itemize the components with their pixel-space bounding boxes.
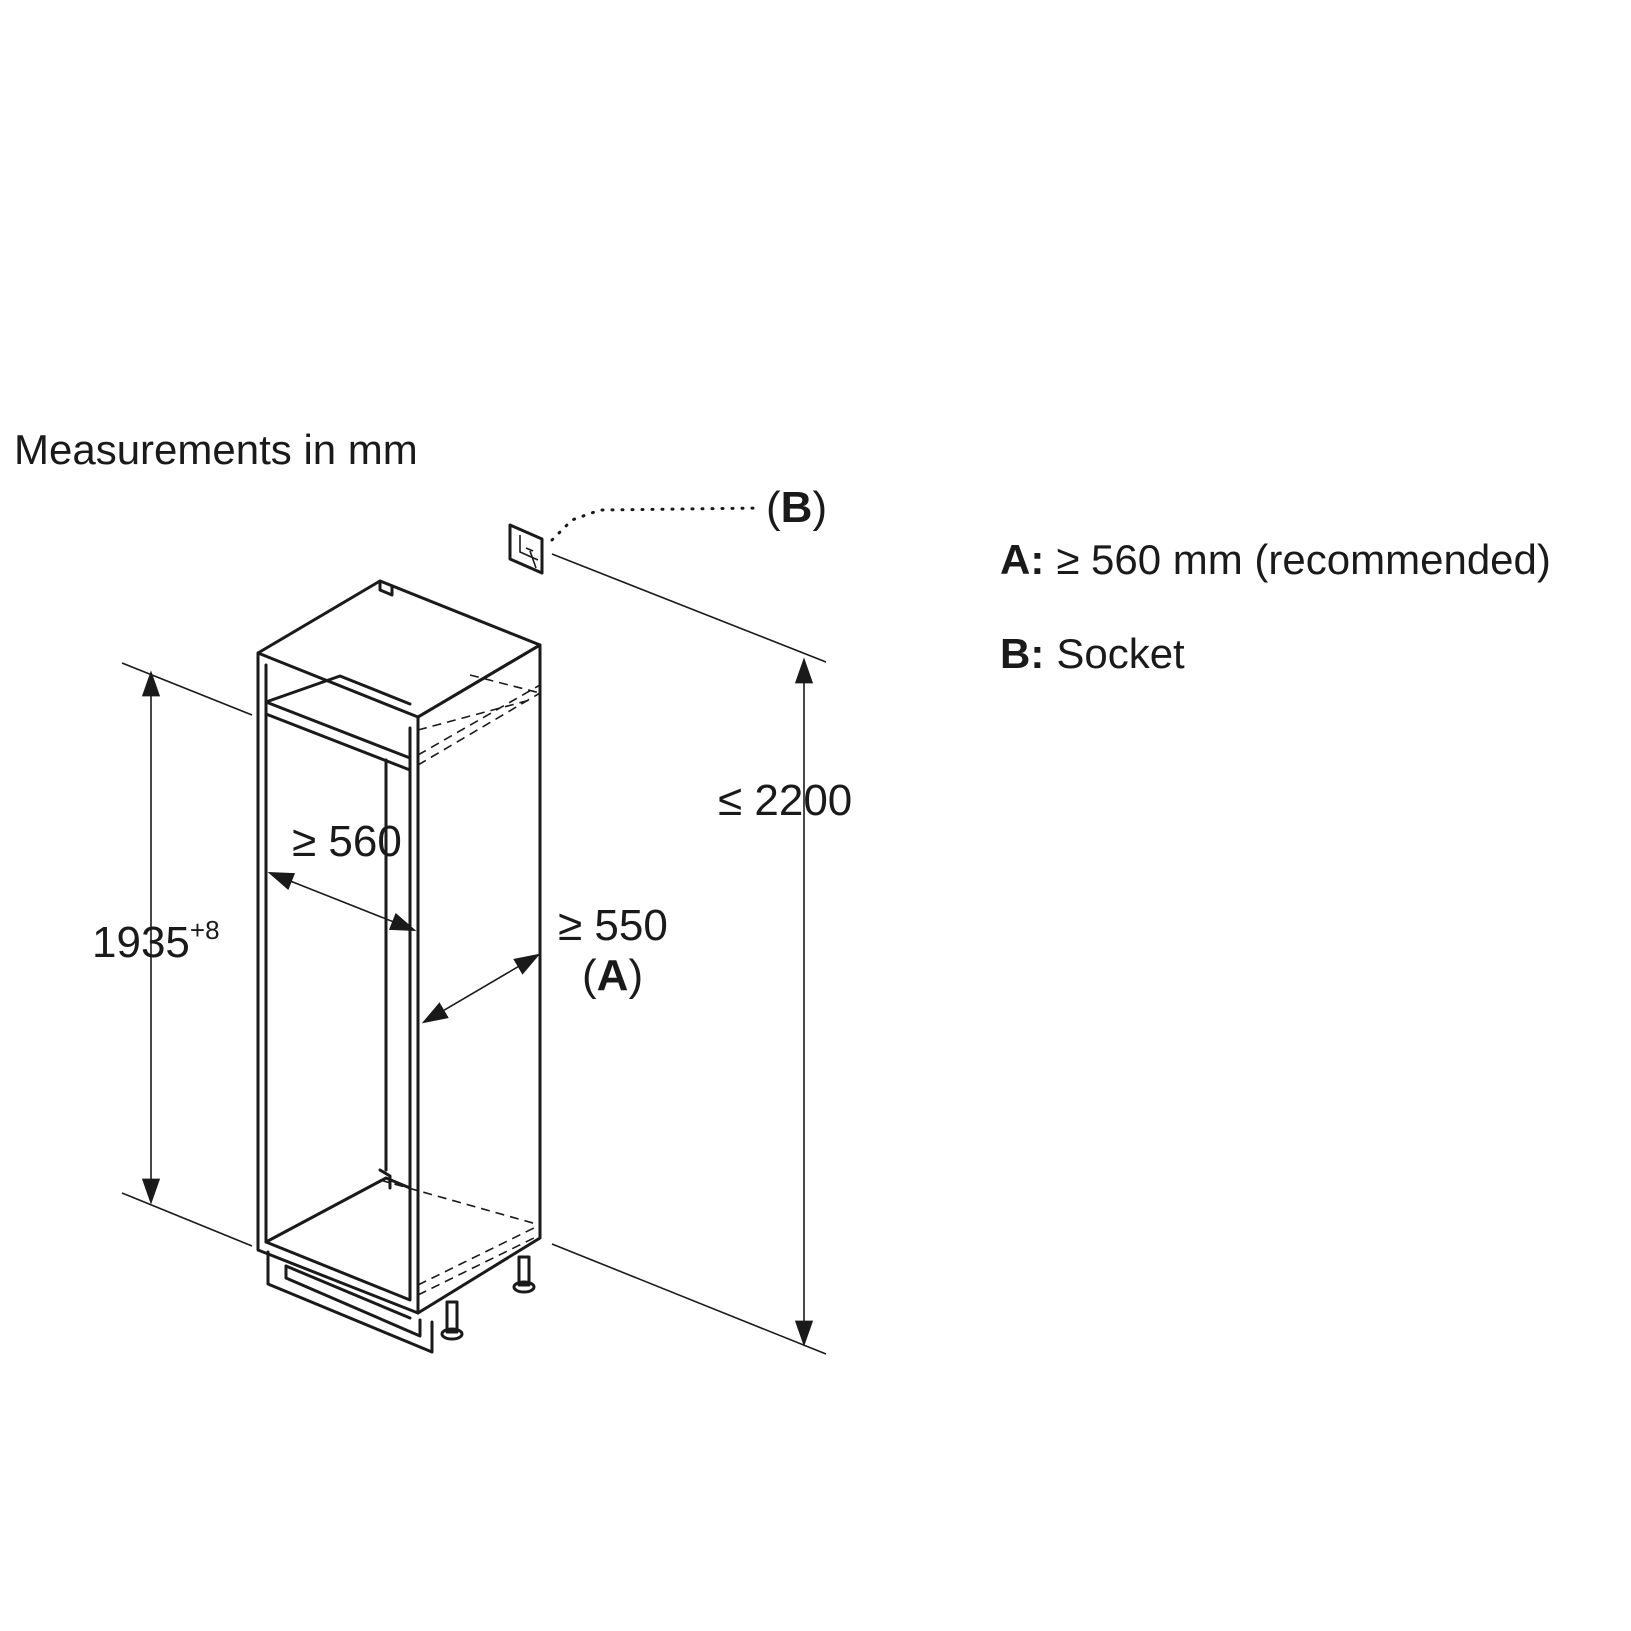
legend-text: ≥ 560 mm (recommended) bbox=[1056, 536, 1551, 583]
depth-ref-label: (A) bbox=[582, 951, 643, 1000]
socket-icon bbox=[508, 523, 544, 575]
niche-height-dimension bbox=[121, 662, 253, 1247]
cabinet-top bbox=[256, 579, 542, 719]
height-dimension bbox=[551, 553, 827, 1355]
units-note: Measurements in mm bbox=[14, 426, 418, 473]
legend-key: B: bbox=[1000, 630, 1045, 677]
cabinet-plinth bbox=[266, 1250, 434, 1354]
legend-item-a: A:≥ 560 mm (recommended) bbox=[1000, 536, 1551, 584]
width-inner-label: ≥ 560 bbox=[292, 817, 402, 866]
socket-marker-label: (B) bbox=[766, 483, 827, 532]
legend-key: A: bbox=[1000, 536, 1045, 583]
cabinet-front-frame bbox=[256, 651, 420, 1315]
niche-height-label: 1935+8 bbox=[92, 915, 220, 967]
width-inner-arrow bbox=[267, 872, 417, 931]
depth-inner-arrow bbox=[421, 953, 541, 1024]
cabinet-feet bbox=[440, 1255, 536, 1341]
cabinet bbox=[256, 579, 542, 1354]
cabinet-side-panel bbox=[416, 643, 542, 1315]
depth-inner-label: ≥ 550 bbox=[558, 901, 668, 950]
height-total-label: ≤ 2200 bbox=[718, 776, 852, 825]
legend-item-b: B:Socket bbox=[1000, 630, 1185, 678]
legend-text: Socket bbox=[1056, 630, 1185, 677]
socket-leader-line bbox=[550, 506, 762, 542]
